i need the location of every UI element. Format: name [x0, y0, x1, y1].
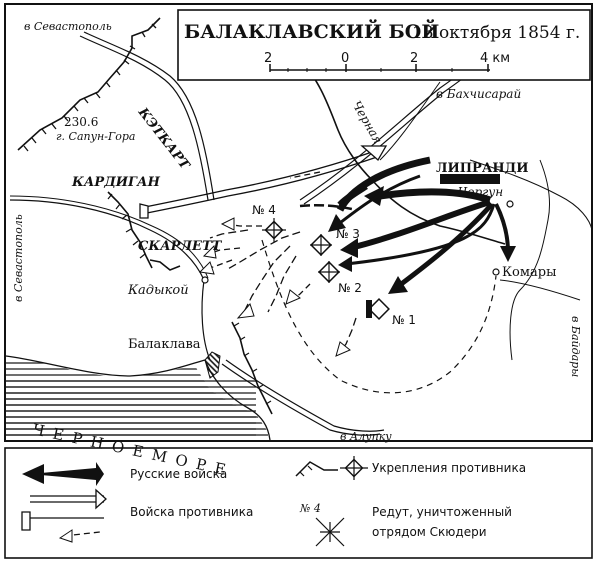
label-sapun: г. Сапун-Гора [56, 130, 135, 143]
enemy-arrows [139, 145, 388, 357]
label-to-sevastopol-top: в Севастополь [24, 20, 112, 33]
russian-arrow-head-3 [388, 276, 408, 294]
road-alupka-2 [225, 359, 385, 432]
label-redoubt-3: № 3 [336, 227, 360, 241]
label-chorgun: Чоргун [458, 185, 503, 199]
valley-dashed-line [261, 239, 497, 394]
legend-fortifications-label: Укрепления противника [372, 461, 526, 475]
road-baidary [509, 159, 551, 361]
legend-fortification-symbol [295, 456, 368, 480]
label-to-baidary: в Байдары [569, 316, 582, 377]
kadykoy-dot [201, 276, 209, 284]
legend-destroyed-redoubt-symbol [315, 517, 345, 547]
legend-enemy-label: Войска противника [130, 505, 253, 519]
russian-arrow-head-5 [500, 246, 516, 262]
scale-bar [269, 64, 490, 72]
scale-tick-4: 4 км [480, 51, 510, 66]
legend-redoubt-no: № 4 [299, 502, 321, 515]
label-redoubt-2: № 2 [338, 281, 362, 295]
sapun-ridge [17, 17, 161, 151]
russian-arrow-head-4 [338, 256, 352, 272]
legend-russian-symbol [22, 462, 104, 486]
label-komary: Комары [502, 265, 556, 280]
label-cathcart: КЭТКАРТ [134, 104, 193, 173]
road-balaklava [201, 279, 211, 361]
scale-tick-1: 2 [264, 51, 272, 66]
label-kadykoy: Кадыкой [127, 283, 189, 298]
legend-frame [4, 447, 593, 559]
russian-arrow-head-2 [340, 238, 358, 258]
redoubt-4 [262, 218, 286, 242]
coastline [5, 355, 271, 441]
label-to-sevastopol-left: в Севастополь [12, 214, 25, 302]
road-sevastopol-top-2 [83, 31, 215, 201]
road-alupka [221, 363, 381, 436]
komary-dot [492, 268, 500, 276]
russian-arrow-head-6 [328, 214, 346, 232]
map-title: БАЛАКЛАВСКИЙ БОЙ [184, 19, 439, 43]
label-cardigan: КАРДИГАН [71, 175, 161, 190]
road-sevastopol-left [9, 199, 205, 281]
label-liprandi: ЛИПРАНДИ [436, 161, 529, 176]
label-to-bakhchisaray: в Бахчисарай [436, 87, 521, 101]
map-date: 13 октября 1854 г. [412, 23, 580, 43]
fortification-ticks-left [107, 193, 146, 259]
fortification-line-balaklava [231, 321, 273, 415]
label-chernaya: Черная [349, 99, 385, 147]
road-sevastopol-left-2 [9, 195, 209, 279]
redoubt-1 [366, 298, 390, 320]
label-sapun-height: 230.6 [64, 115, 98, 129]
legend-russian-label: Русские войска [130, 467, 227, 481]
russian-arrows [299, 156, 516, 294]
redoubt-3 [310, 234, 332, 256]
legend-enemy-symbol [21, 488, 107, 543]
hill-line [469, 159, 593, 231]
black-sea-body [6, 380, 256, 440]
map-frame [4, 3, 593, 442]
river-branch [379, 81, 441, 161]
russian-arrow-head-1 [364, 186, 384, 206]
road-komary [499, 279, 581, 301]
fortification-scarlett [149, 259, 181, 271]
fortification-ticks-balaklava [233, 322, 272, 405]
scale-tick-3: 2 [410, 51, 418, 66]
legend-destroyed-line-1: Редут, уничтоженный [372, 505, 512, 519]
redoubt-2 [318, 261, 340, 283]
chorgun-dot [506, 200, 514, 208]
title-box [177, 9, 591, 81]
scale-tick-2: 0 [341, 51, 349, 66]
fortification-line-left [107, 191, 153, 269]
label-redoubt-4: № 4 [252, 203, 276, 217]
label-redoubt-1: № 1 [392, 313, 416, 327]
legend-destroyed-line-2: отрядом Скюдери [372, 525, 487, 539]
road-sevastopol-top [79, 35, 209, 201]
label-scarlett: СКАРЛЕТТ [138, 239, 223, 254]
sapun-ridge-ticks [23, 23, 157, 152]
balaklava-bay [204, 351, 221, 379]
label-balaklava: Балаклава [128, 337, 201, 352]
liprandi-bar [440, 174, 500, 184]
label-to-alupka: в Алупку [340, 430, 392, 443]
